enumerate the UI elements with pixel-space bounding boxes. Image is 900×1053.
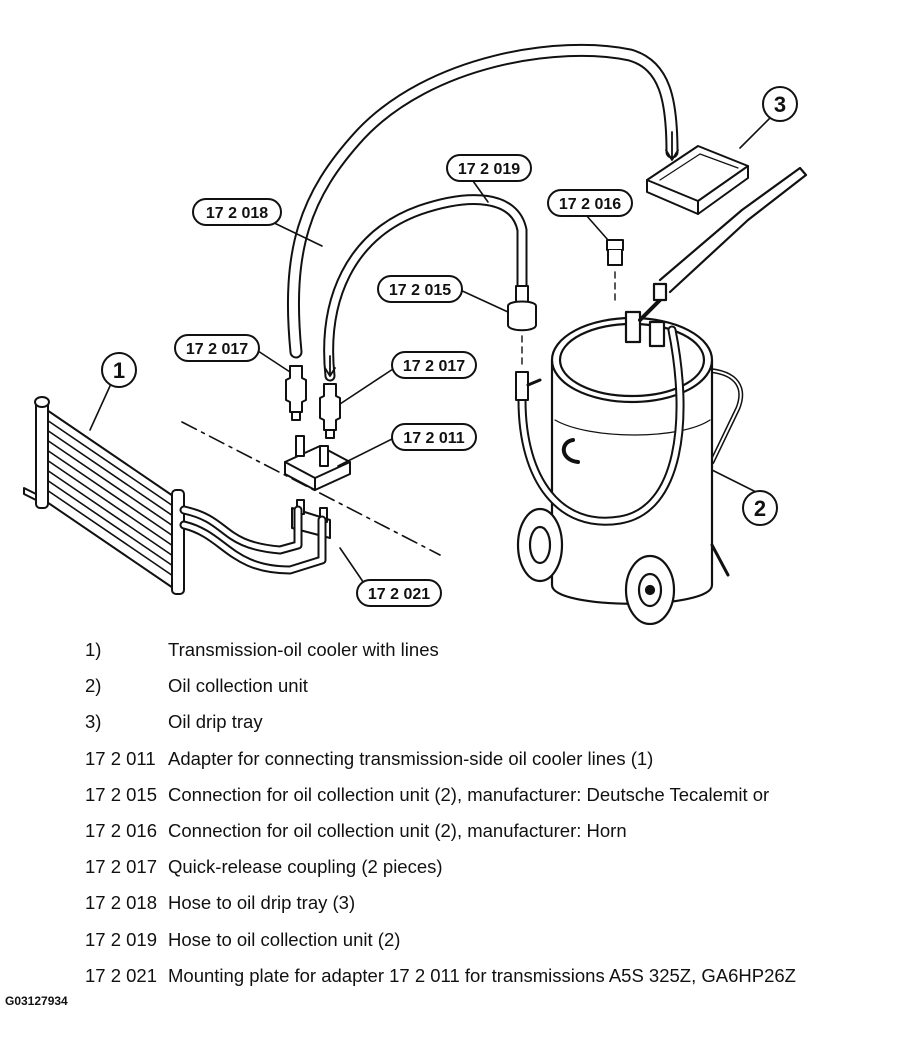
- callout-17-2-021: 17 2 021: [368, 586, 430, 603]
- legend-key: 3): [85, 711, 102, 733]
- oil-drip-tray: [646, 145, 749, 215]
- legend-key: 1): [85, 639, 102, 660]
- legend-row: 17 2 019 Hose to oil collection unit (2): [85, 922, 895, 958]
- callout-number-1: 1: [113, 358, 125, 383]
- callout-boxes: [101, 86, 798, 607]
- hose-17-2-018: [286, 43, 679, 359]
- transmission-oil-cooler: [23, 396, 327, 595]
- coupling-17-2-017-right: [319, 383, 341, 439]
- hose-17-2-019: [323, 194, 528, 382]
- connection-17-2-016: [606, 239, 624, 306]
- legend-description: Hose to oil drip tray (3): [168, 892, 356, 914]
- legend-key: 17 2 011: [85, 747, 156, 769]
- oil-collection-unit: [516, 166, 808, 625]
- callout-17-2-017-left: 17 2 017: [186, 341, 248, 358]
- adapter-17-2-011: [284, 435, 351, 491]
- legend-row: 17 2 016 Connection for oil collection un…: [85, 813, 895, 849]
- legend-description: Transmission-oil cooler with lines: [168, 639, 439, 660]
- legend-row: 3) Oil drip tray: [85, 704, 895, 740]
- callout-number-2: 2: [754, 496, 766, 521]
- legend-description: Oil drip tray: [168, 711, 263, 733]
- callout-17-2-015: 17 2 015: [389, 282, 451, 299]
- legend-row: 17 2 011 Adapter for connecting transmiss…: [85, 741, 895, 777]
- legend-key: 17 2 021: [85, 964, 158, 986]
- legend-description: Hose to oil collection unit (2): [168, 928, 401, 950]
- callout-number-3: 3: [774, 92, 786, 117]
- legend-row: 17 2 018 Hose to oil drip tray (3): [85, 885, 895, 921]
- callout-17-2-017-right: 17 2 017: [403, 358, 465, 375]
- callout-17-2-016: 17 2 016: [559, 196, 621, 213]
- legend-key: 17 2 015: [85, 783, 158, 805]
- legend-row: 1) Transmission-oil cooler with lines: [85, 632, 895, 668]
- legend-description: Adapter for connecting transmission-side…: [168, 747, 654, 769]
- figure-id: G03127934: [5, 994, 68, 1008]
- legend-key: 2): [85, 675, 102, 697]
- legend-description: Mounting plate for adapter 17 2 011 for …: [168, 964, 796, 986]
- legend-key: 17 2 016: [85, 819, 158, 841]
- legend-key: 17 2 018: [85, 892, 158, 914]
- leader-lines: [89, 111, 777, 593]
- coupling-17-2-017-left: [285, 365, 307, 421]
- center-line: [181, 421, 441, 556]
- legend-key: 17 2 017: [85, 856, 158, 878]
- legend-description: Connection for oil collection unit (2), …: [168, 783, 770, 805]
- legend-row: 17 2 015 Connection for oil collection un…: [85, 777, 895, 813]
- callout-17-2-011: 17 2 011: [403, 430, 465, 447]
- legend-row: 2) Oil collection unit: [85, 668, 895, 704]
- legend-row: 17 2 017 Quick-release coupling (2 pieces…: [85, 849, 895, 885]
- connection-17-2-015: [507, 285, 542, 401]
- callout-17-2-019: 17 2 019: [458, 161, 520, 178]
- legend-description: Quick-release coupling (2 pieces): [168, 856, 443, 878]
- legend-row: 17 2 021 Mounting plate for adapter 17 2 …: [85, 958, 895, 994]
- parts-legend: 1) Transmission-oil cooler with lines 2) O…: [85, 632, 895, 994]
- legend-description: Oil collection unit: [168, 675, 308, 697]
- legend-key: 17 2 019: [85, 928, 158, 950]
- callout-17-2-018: 17 2 018: [206, 205, 268, 222]
- legend-description: Connection for oil collection unit (2), …: [168, 819, 627, 841]
- parts-diagram: 17 2 018 17 2 019 17 2 016 17 2 015 17 2…: [23, 43, 808, 625]
